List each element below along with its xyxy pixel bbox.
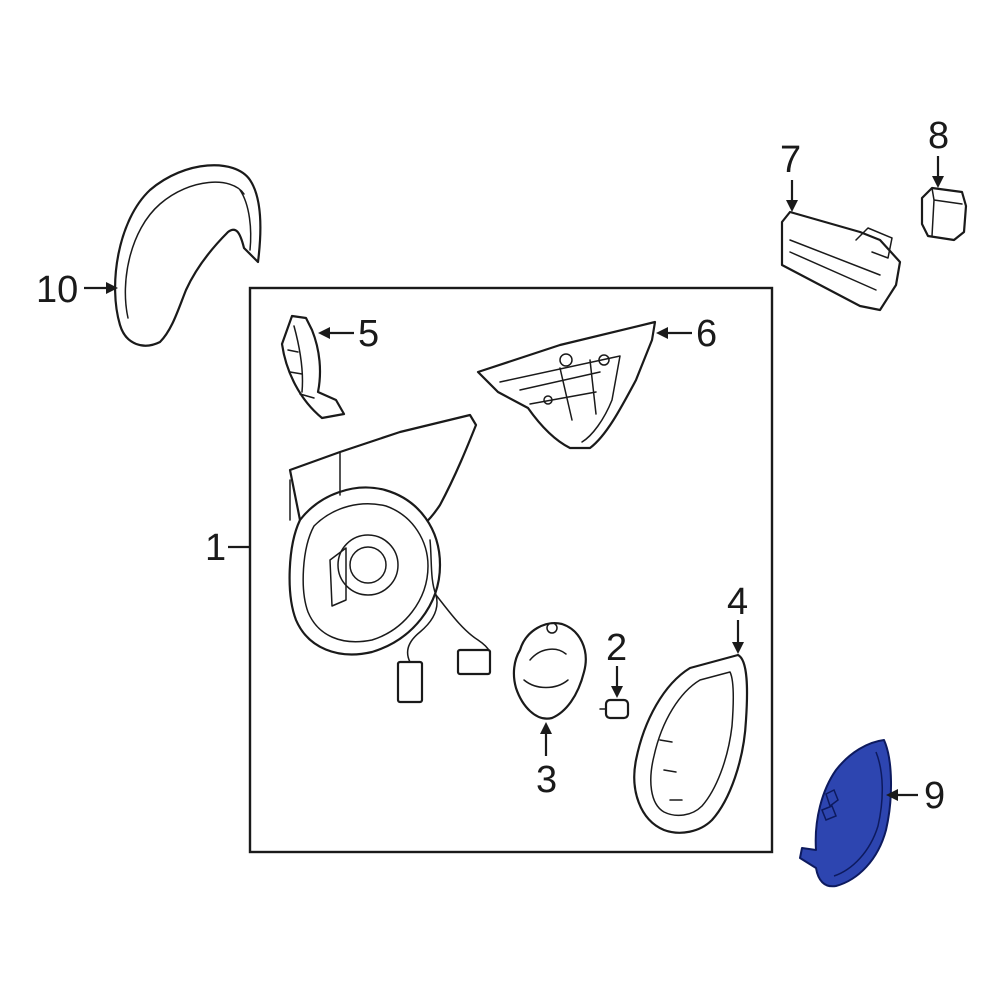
turn-signal-lamp-icon[interactable] — [780, 210, 902, 312]
assembly-frame — [248, 286, 774, 854]
leader-10 — [84, 282, 118, 294]
callout-6: 6 — [696, 313, 717, 355]
callout-5: 5 — [358, 313, 379, 355]
screw-icon[interactable] — [599, 698, 630, 720]
callout-3: 3 — [536, 759, 557, 801]
leader-6 — [656, 327, 692, 339]
callout-4: 4 — [727, 581, 748, 623]
mount-cover-icon[interactable] — [476, 320, 657, 450]
callout-8: 8 — [928, 115, 949, 157]
trim-bracket-icon[interactable] — [280, 314, 346, 420]
callout-9: 9 — [924, 775, 945, 817]
mirror-cover-cap-icon[interactable] — [114, 164, 262, 347]
mirror-glass-icon[interactable] — [799, 739, 892, 888]
leader-2 — [611, 666, 623, 698]
leader-4 — [732, 620, 744, 654]
leader-8 — [932, 156, 944, 188]
mirror-glass-frame-icon[interactable] — [633, 653, 749, 834]
mirror-housing-assembly-icon[interactable] — [288, 413, 492, 704]
callout-7: 7 — [780, 139, 801, 181]
callout-2: 2 — [606, 627, 627, 669]
callout-1: 1 — [205, 527, 226, 569]
leader-9 — [886, 789, 918, 801]
callout-10: 10 — [36, 269, 78, 311]
leader-3 — [540, 722, 552, 756]
mirror-glass-highlight — [799, 739, 892, 888]
leader-5 — [318, 327, 354, 339]
mirror-motor-icon[interactable] — [512, 622, 587, 720]
leader-7 — [786, 180, 798, 212]
lamp-bulb-icon[interactable] — [920, 186, 968, 242]
